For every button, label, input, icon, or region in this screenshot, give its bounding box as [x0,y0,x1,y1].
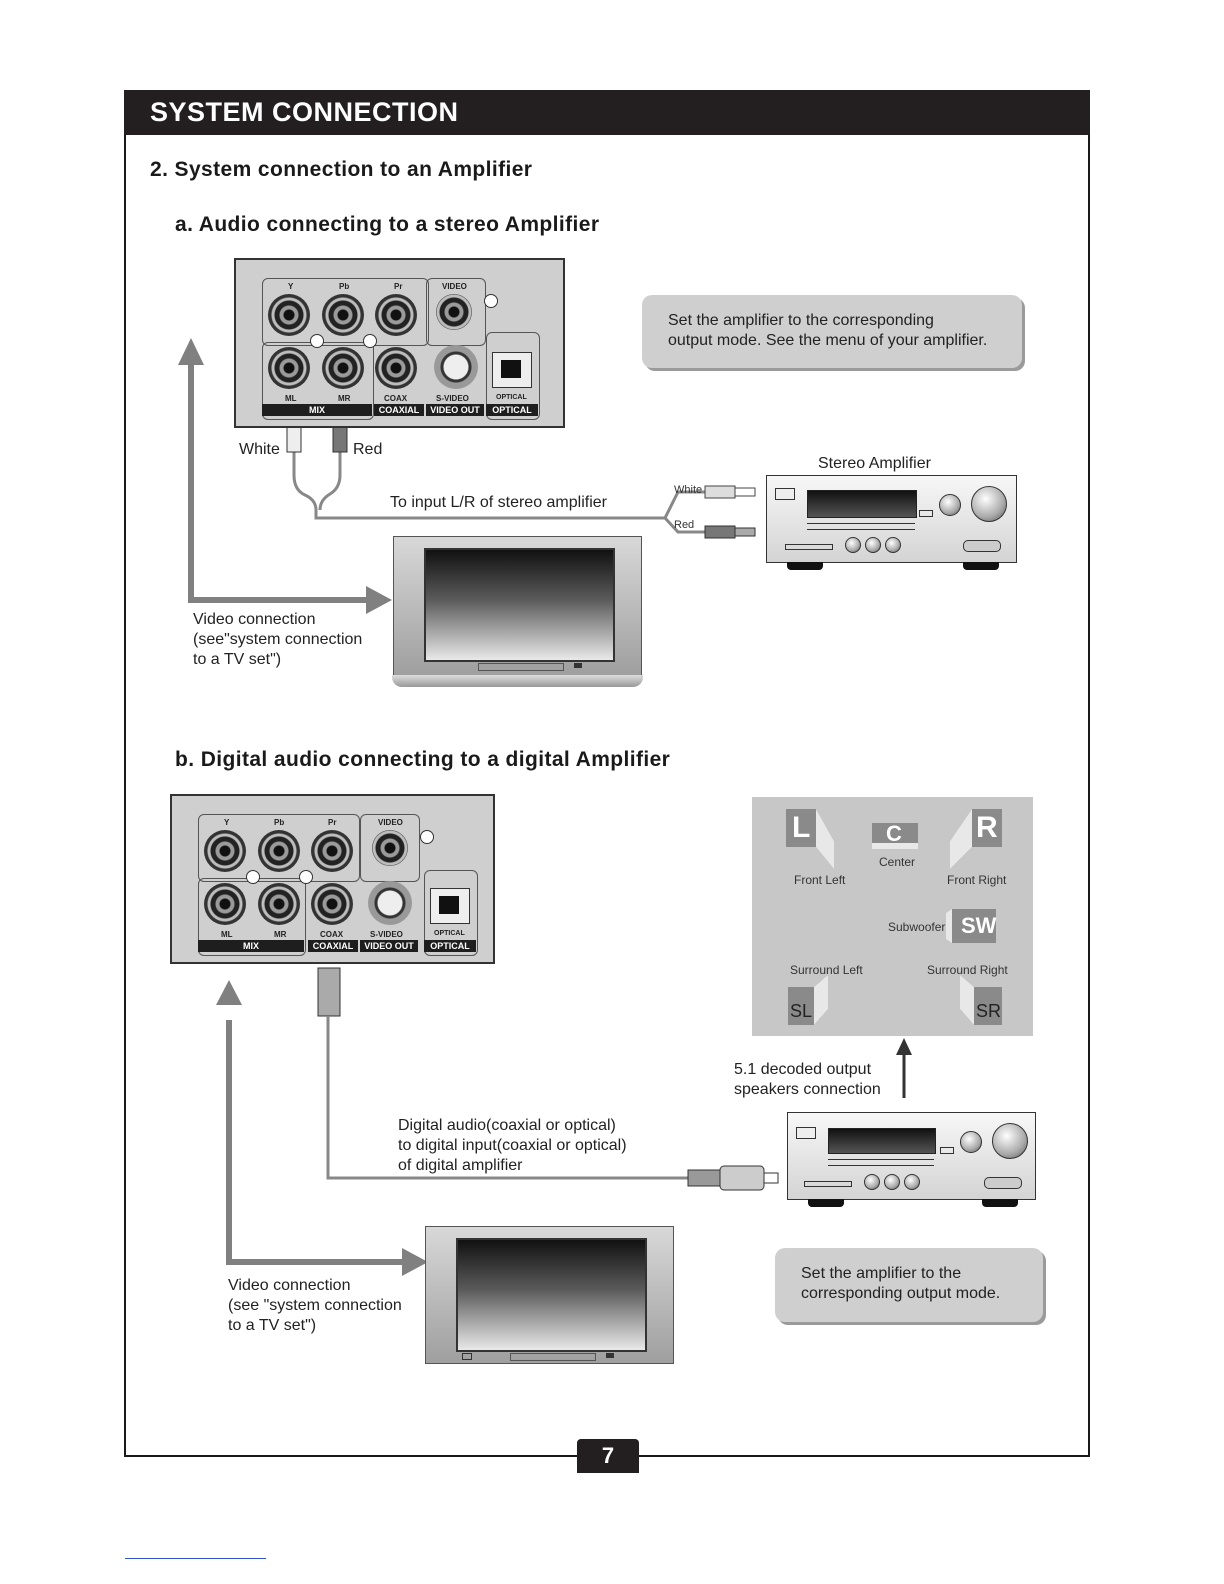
decoded-output-line1: 5.1 decoded output [734,1061,872,1078]
y-jack [268,294,310,336]
coax-jack [375,347,417,389]
pr-jack [375,294,417,336]
digital-audio-line3: of digital amplifier [398,1157,523,1174]
amp-setting-note-b: Set the amplifier to the corresponding o… [775,1248,1043,1322]
footer-line [125,1558,266,1559]
speaker-c-icon: C [886,821,902,846]
optical-port-icon-b [430,888,470,924]
amp-setting-note-a: Set the amplifier to the corresponding o… [642,295,1022,368]
decoded-output-line2: speakers connection [734,1081,881,1098]
speaker-r-icon: R [976,811,998,844]
speaker-sw-icon: SW [961,913,997,938]
part-a-title: a. Audio connecting to a stereo Amplifie… [175,213,600,236]
video-connection-b-line1: Video connection [228,1277,351,1294]
svideo-jack-b [368,881,412,925]
cable-white-label: White [239,441,280,458]
page-title: SYSTEM CONNECTION [150,97,459,127]
speaker-sl-icon: SL [790,1001,813,1021]
part-b-title: b. Digital audio connecting to a digital… [175,748,671,771]
ml-jack [268,347,310,389]
video-jack [436,294,472,330]
plug-red-label: Red [674,519,695,531]
header-bar [124,90,1090,135]
stereo-cable-note: To input L/R of stereo amplifier [390,494,607,511]
player-rear-panel-b: Y Pb Pr VIDEO ML MR COAX S-VIDEO OPTICAL… [170,794,495,964]
plug-white-label: White [674,484,703,496]
speaker-l-icon: L [792,811,811,844]
video-connection-a-line2: (see"system connection [193,631,363,648]
mr-jack [322,347,364,389]
section-title: 2. System connection to an Amplifier [150,158,533,181]
cable-red-label: Red [353,441,383,458]
player-rear-panel-a: Y Pb Pr VIDEO ML MR COAX S-VIDEO OPTICAL… [234,258,565,428]
pb-jack [322,294,364,336]
page-number: 7 [577,1439,639,1473]
video-connection-b-line3: to a TV set") [228,1317,317,1334]
digital-audio-line2: to digital input(coaxial or optical) [398,1137,627,1154]
pr-jack-b [311,830,353,872]
optical-port-icon [492,352,532,388]
tv-icon-a [392,536,643,687]
digital-audio-line1: Digital audio(coaxial or optical) [398,1117,616,1134]
video-connection-b-line2: (see "system connection [228,1297,402,1314]
svideo-jack [434,345,478,389]
stereo-amplifier-icon [766,475,1017,570]
y-jack-b [204,830,246,872]
speaker-sr-icon: SR [976,1001,1002,1021]
speaker-layout: L C R SW SL SR Front Left Center Front R… [752,797,1033,1036]
video-connection-a-line3: to a TV set") [193,651,282,668]
coax-jack-b [311,883,353,925]
pb-jack-b [258,830,300,872]
digital-amplifier-icon [787,1112,1036,1207]
video-connection-a-line1: Video connection [193,611,316,628]
ml-jack-b [204,883,246,925]
stereo-amplifier-label: Stereo Amplifier [818,455,931,472]
tv-icon-b [425,1226,674,1364]
mr-jack-b [258,883,300,925]
video-jack-b [372,830,408,866]
